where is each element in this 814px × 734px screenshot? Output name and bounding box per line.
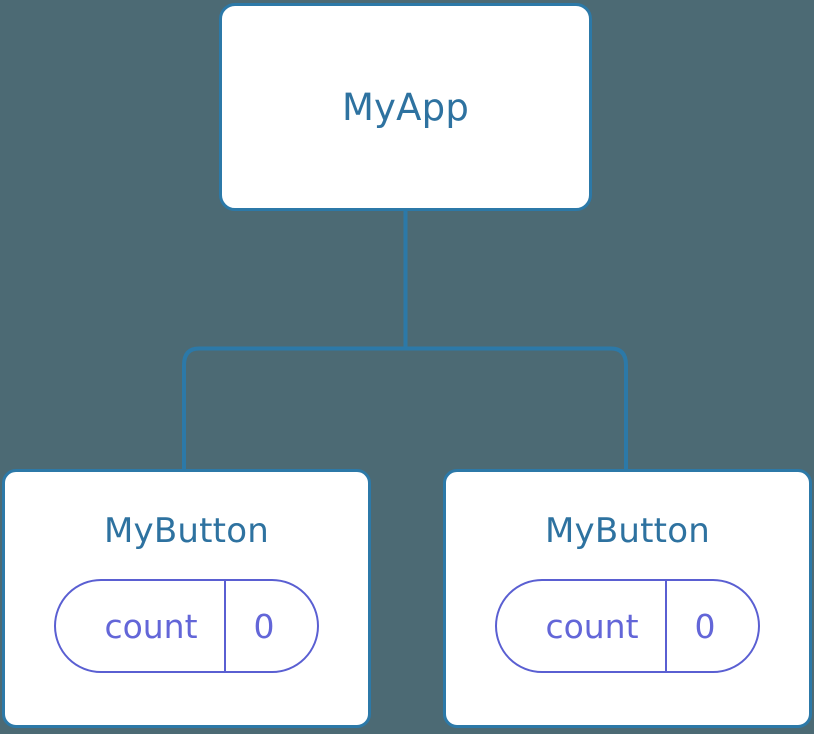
state-pill-left-key: count xyxy=(104,606,198,646)
node-myapp[interactable]: MyApp xyxy=(219,3,592,211)
edge-root-to-right-child xyxy=(405,346,628,471)
node-mybutton-left-title: MyButton xyxy=(104,511,269,551)
node-mybutton-left[interactable]: MyButton count 0 xyxy=(2,469,371,728)
node-mybutton-right[interactable]: MyButton count 0 xyxy=(443,469,812,728)
state-pill-right-value: 0 xyxy=(694,606,716,646)
state-pill-right-divider xyxy=(664,581,667,671)
state-pill-left-value: 0 xyxy=(253,606,275,646)
state-pill-left[interactable]: count 0 xyxy=(54,579,319,673)
state-pill-right[interactable]: count 0 xyxy=(495,579,760,673)
state-pill-left-divider xyxy=(223,581,226,671)
state-pill-right-key: count xyxy=(545,606,639,646)
node-mybutton-right-title: MyButton xyxy=(545,511,710,551)
edge-root-to-left-child xyxy=(182,346,406,471)
node-myapp-title: MyApp xyxy=(341,85,470,129)
